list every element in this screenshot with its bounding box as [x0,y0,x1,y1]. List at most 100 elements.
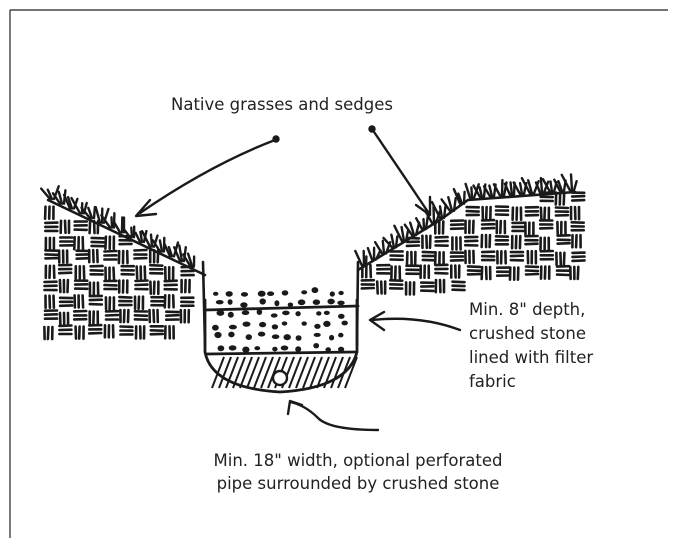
grass-blade [140,232,142,242]
soil-stroke [435,252,436,264]
grass-blade [112,217,113,227]
left-bank-soil [44,207,193,339]
soil-stroke [65,221,66,233]
stone-dot [226,291,233,297]
stone-dot [316,311,321,315]
soil-stroke [558,243,570,244]
soil-stroke [578,267,579,279]
grass-blade [434,207,435,223]
soil-stroke [377,282,378,294]
width-label-line-1: Min. 18" width, optional perforated [150,449,566,472]
stone-dot [282,321,288,325]
hatch-stroke [296,357,308,388]
grass-blade [368,248,372,259]
stone-dot [281,346,289,351]
stone-dot [274,300,279,306]
stone-dot [214,332,221,338]
stone-dot [324,311,330,315]
stone-dot [213,292,218,296]
stone-dot [338,333,343,338]
stone-dot [257,309,263,315]
soil-stroke [114,268,115,280]
soil-stroke [134,250,146,251]
stone-dot [329,335,334,341]
stone-dot [217,310,225,316]
stone-dot [337,301,344,306]
stone-dot [228,312,234,318]
stone-dot [323,321,330,327]
soil-stroke [564,253,565,265]
stone-dot [258,332,265,337]
hatch-stroke [331,357,343,388]
stone-dot [229,345,237,350]
hatch-stroke [233,357,245,388]
soil-stroke [541,208,542,220]
soil-stroke [572,196,584,197]
hatch-stroke [310,357,322,388]
soil-stroke [453,282,465,283]
stone-dot [298,299,306,305]
soil-stroke [468,266,480,267]
width-label-line-2: pipe surrounded by crushed stone [150,472,566,495]
soil-stroke [60,280,61,292]
hatch-stroke [303,357,315,388]
stone-dot [338,347,344,352]
stone-dot [295,311,300,316]
soil-stroke [526,274,538,275]
soil-stroke [526,244,538,245]
soil-stroke [166,315,178,316]
grass-blade [466,184,470,198]
grass-blade [424,219,425,229]
right-bank-soil [362,193,585,295]
grass-blade [551,182,553,192]
soil-stroke [119,297,131,298]
grass-blade [94,207,95,218]
grass-blade [471,187,472,198]
grass-blade [511,182,513,195]
hatch-stroke [240,357,252,388]
hatch-stroke [324,357,336,388]
stone-dot [218,345,225,351]
hatch-stroke [219,357,231,388]
arrow-left-grass [140,140,275,213]
soil-stroke [573,260,585,261]
soil-stroke [106,315,118,316]
soil-stroke [564,193,565,205]
hatch-stroke [254,357,266,388]
stone-dot [212,325,219,331]
stone-dot [313,299,320,305]
stone-dot [240,302,247,307]
soil-stroke [572,200,584,201]
perforated-pipe-icon [273,371,287,385]
stone-dot [271,313,278,317]
grass-blade [571,175,572,191]
soil-stroke [544,208,545,220]
stone-dot [313,343,319,348]
soil-stroke [104,251,116,252]
stone-dot [338,314,345,319]
stone-dot [254,346,260,350]
soil-stroke [165,281,177,282]
stone-dot [267,291,274,296]
stone-dot [242,347,249,353]
arrow-depth [372,319,460,330]
soil-stroke [154,310,155,322]
stone-dot [272,324,278,329]
stone-dot [241,292,248,297]
hatch-stroke [261,357,273,388]
soil-stroke [526,271,538,272]
stone-dot [288,303,293,308]
stone-dot [272,334,280,339]
grass-blade [426,217,428,229]
width-label: Min. 18" width, optional perforated pipe… [150,449,566,495]
stone-dot [314,324,320,329]
plants-label: Native grasses and sedges [171,93,393,116]
grass-blade [383,241,384,254]
soil-stroke [150,265,162,266]
hatch-stroke [345,357,357,388]
grass-blade [562,175,570,191]
soil-stroke [59,326,71,327]
stone-dot [296,335,302,341]
stone-dot [327,299,334,305]
stone-dot [228,332,234,338]
